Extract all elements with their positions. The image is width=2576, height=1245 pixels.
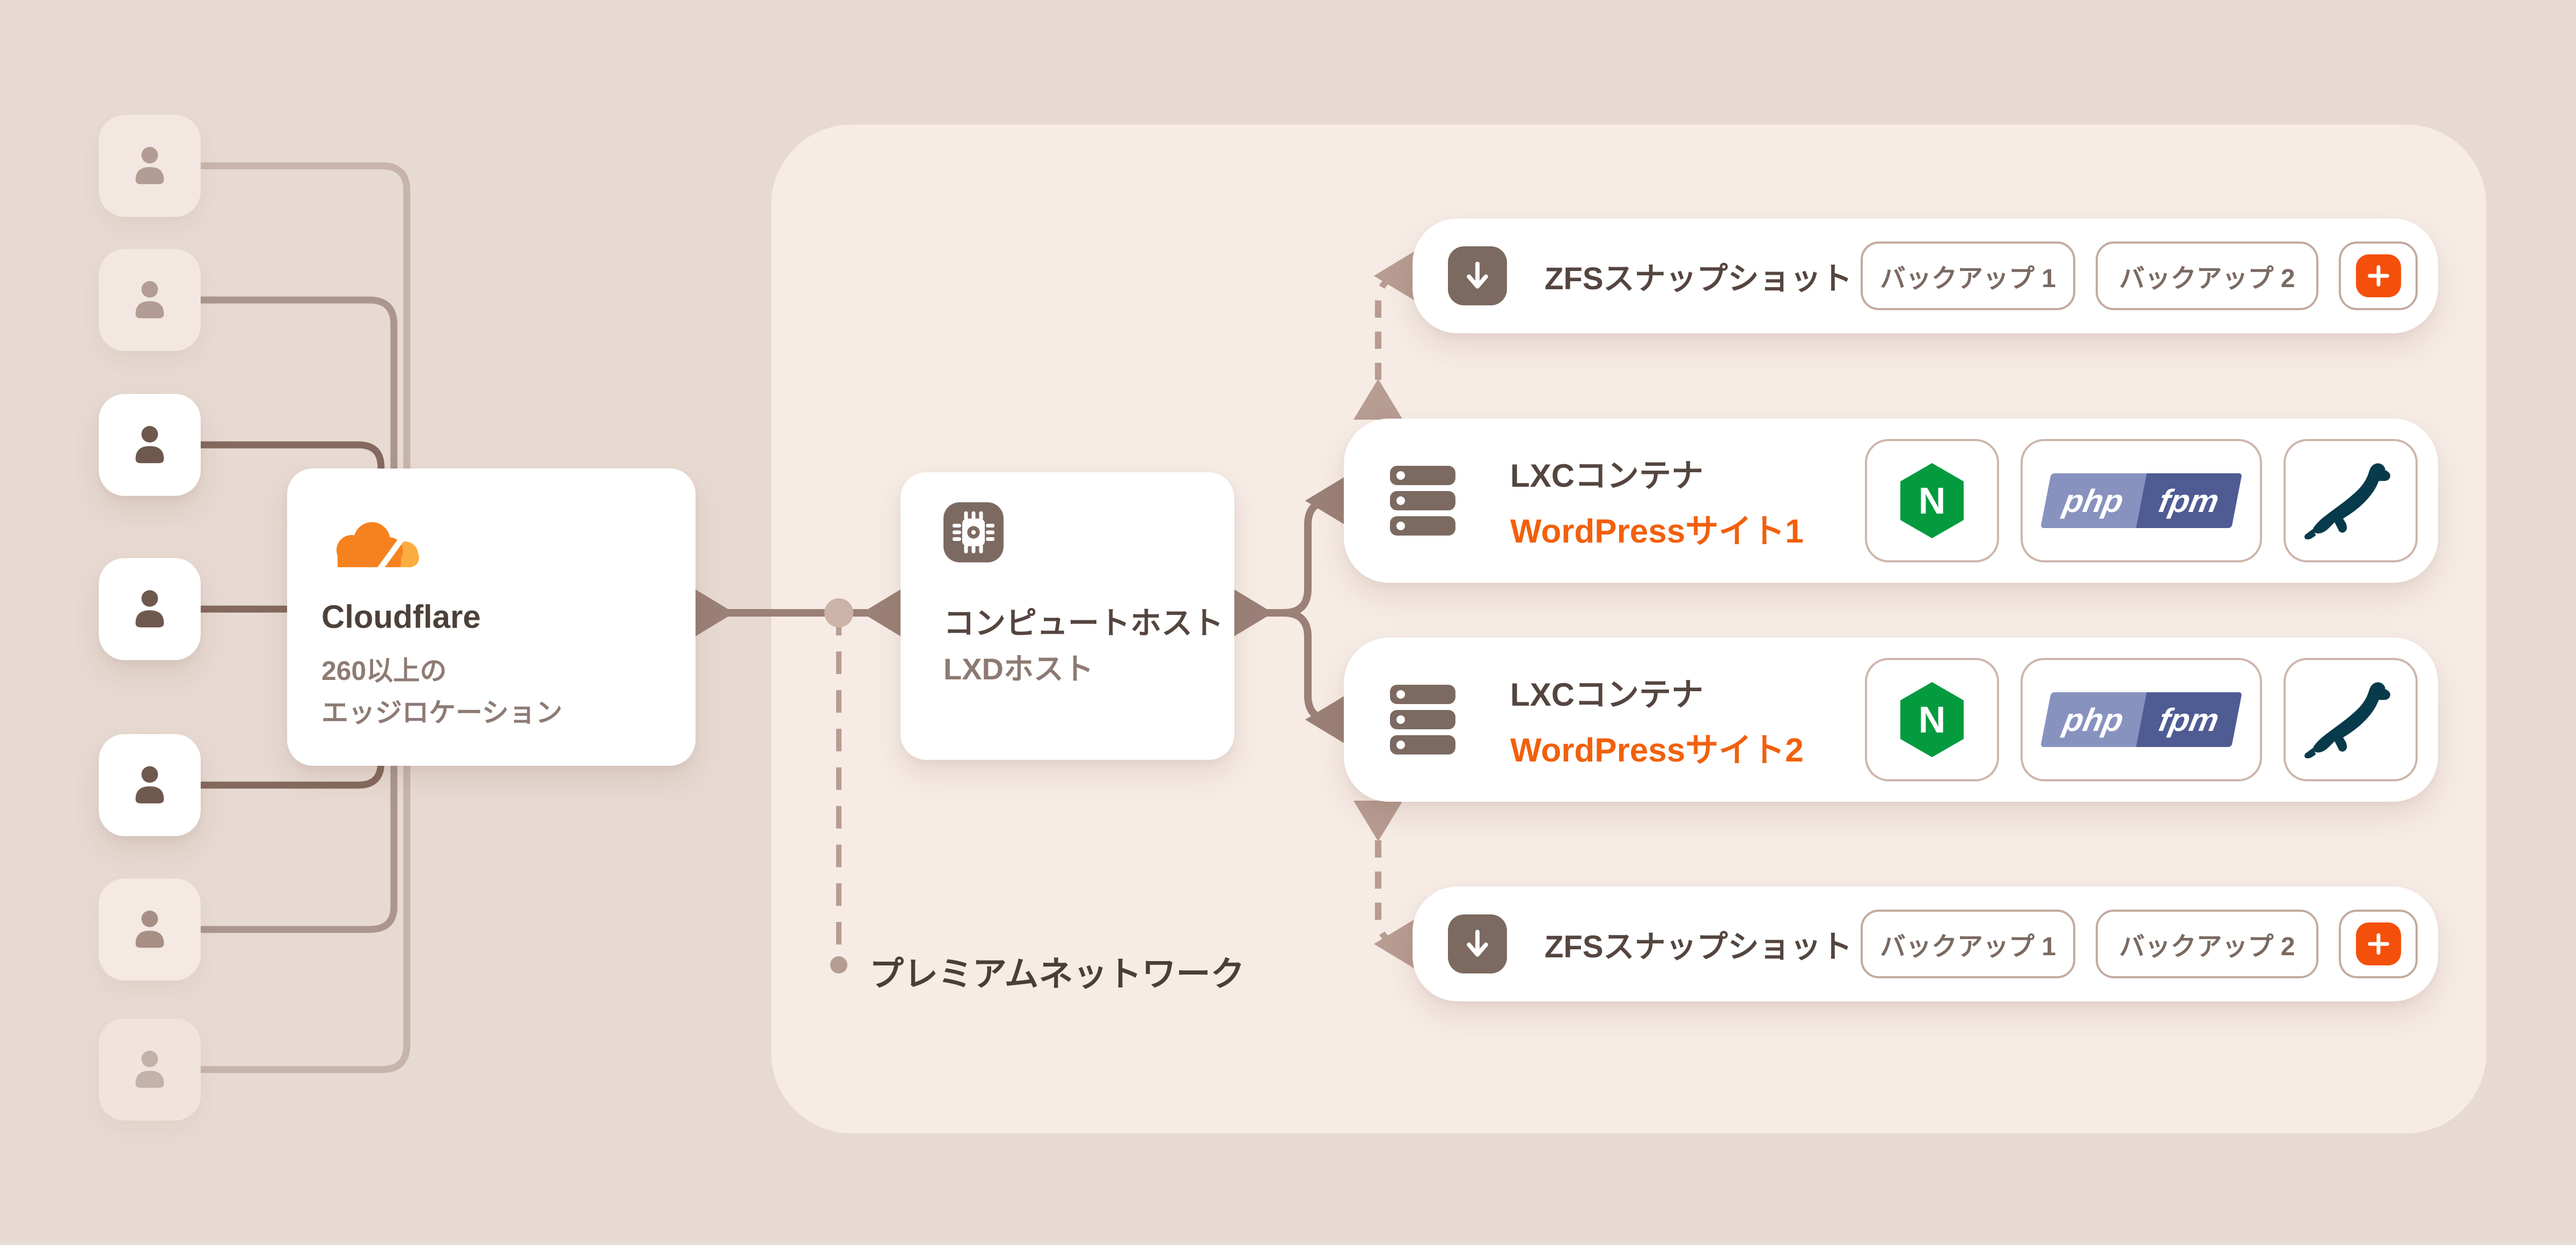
backup-2-button[interactable]: バックアップ 2 bbox=[2096, 910, 2318, 978]
flare-zfs2-end bbox=[1374, 919, 1415, 969]
user-line-7 bbox=[201, 746, 411, 1073]
flare-zfs1-end bbox=[1374, 251, 1415, 301]
backup-1-button[interactable]: バックアップ 1 bbox=[1861, 241, 2075, 310]
mariadb-seal-icon bbox=[2304, 682, 2390, 759]
user-node-2 bbox=[99, 249, 201, 351]
backup-1-button[interactable]: バックアップ 1 bbox=[1861, 910, 2075, 978]
backup-buttons: バックアップ 1 バックアップ 2 bbox=[1861, 241, 2418, 310]
premium-end-dot bbox=[830, 956, 847, 973]
download-icon bbox=[1448, 914, 1507, 973]
flare-zfs2-start bbox=[1353, 801, 1403, 841]
user-node-4 bbox=[99, 558, 201, 660]
nginx-icon: N bbox=[1900, 682, 1964, 757]
nginx-chip: N bbox=[1865, 439, 1999, 562]
flare-lxc2-left bbox=[1305, 695, 1346, 744]
flare-compute-left bbox=[862, 588, 903, 638]
zfs1-dashed bbox=[1375, 273, 1407, 380]
compute-host-node: コンピュートホスト LXDホスト bbox=[901, 472, 1234, 760]
zfs-label: ZFSスナップショット bbox=[1545, 929, 1853, 964]
backup-2-button[interactable]: バックアップ 2 bbox=[2096, 241, 2318, 310]
wordpress-site-label: WordPressサイト2 bbox=[1510, 731, 1804, 769]
server-stack-icon bbox=[1390, 466, 1455, 536]
user-node-5 bbox=[99, 734, 201, 836]
mariadb-chip bbox=[2284, 439, 2418, 562]
lxc-container-row-1: LXCコンテナ WordPressサイト1 N php fpm bbox=[1344, 419, 2438, 583]
lxc-title: LXCコンテナ bbox=[1510, 457, 1703, 494]
zfs-label: ZFSスナップショット bbox=[1545, 261, 1853, 296]
user-icon bbox=[135, 147, 164, 185]
user-node-3 bbox=[99, 394, 201, 496]
service-cells: N php fpm bbox=[1865, 439, 2418, 562]
php-fpm-chip: php fpm bbox=[2021, 658, 2262, 781]
user-node-7 bbox=[99, 1019, 201, 1120]
mariadb-chip bbox=[2284, 658, 2418, 781]
wordpress-site-label: WordPressサイト1 bbox=[1510, 512, 1804, 550]
mariadb-seal-icon bbox=[2304, 463, 2390, 540]
nginx-chip: N bbox=[1865, 658, 1999, 781]
flare-zfs1-start bbox=[1353, 379, 1403, 420]
server-stack-icon bbox=[1390, 685, 1455, 755]
premium-network-label: プレミアムネットワーク bbox=[869, 955, 1245, 993]
user-line-3 bbox=[201, 441, 385, 483]
flare-lxc1-left bbox=[1305, 476, 1346, 525]
cloudflare-subtitle-line2: エッジロケーション bbox=[321, 698, 562, 728]
cloudflare-logo bbox=[336, 522, 419, 575]
user-icon bbox=[135, 766, 164, 804]
service-cells: N php fpm bbox=[1865, 658, 2418, 781]
cloudflare-node: Cloudflare 260以上の エッジロケーション bbox=[287, 468, 696, 766]
php-fpm-icon: php fpm bbox=[2040, 473, 2242, 528]
cloudflare-title: Cloudflare bbox=[321, 599, 481, 635]
lxc-title: LXCコンテナ bbox=[1510, 676, 1703, 713]
flare-compute-right bbox=[1232, 588, 1273, 638]
zfs-snapshot-row-1: ZFSスナップショット バックアップ 1 バックアップ 2 bbox=[1413, 218, 2438, 333]
compute-title: コンピュートホスト bbox=[943, 606, 1224, 641]
add-icon bbox=[2355, 254, 2401, 297]
php-fpm-chip: php fpm bbox=[2021, 439, 2262, 562]
add-icon bbox=[2355, 922, 2401, 965]
user-node-1 bbox=[99, 115, 201, 217]
user-icon bbox=[135, 590, 164, 628]
user-node-6 bbox=[99, 878, 201, 980]
cloudflare-subtitle: 260以上の エッジロケーション bbox=[321, 650, 562, 734]
download-icon bbox=[1448, 246, 1507, 305]
add-backup-button[interactable] bbox=[2339, 241, 2418, 310]
user-icon bbox=[135, 426, 164, 464]
user-line-1 bbox=[201, 162, 411, 483]
cpu-icon bbox=[943, 502, 1004, 562]
premium-junction-dot bbox=[824, 598, 853, 627]
user-line-6 bbox=[201, 746, 398, 933]
cloudflare-subtitle-line1: 260以上の bbox=[321, 656, 447, 686]
user-icon bbox=[135, 910, 164, 948]
user-icon bbox=[135, 1050, 164, 1088]
flare-cf-right bbox=[693, 588, 734, 638]
user-line-2 bbox=[201, 296, 398, 483]
php-fpm-icon: php fpm bbox=[2040, 692, 2242, 747]
lxc-container-row-2: LXCコンテナ WordPressサイト2 N php fpm bbox=[1344, 638, 2438, 802]
user-icon bbox=[135, 281, 164, 319]
backup-buttons: バックアップ 1 バックアップ 2 bbox=[1861, 910, 2418, 978]
compute-subtitle: LXDホスト bbox=[943, 652, 1094, 686]
add-backup-button[interactable] bbox=[2339, 910, 2418, 978]
zfs-snapshot-row-2: ZFSスナップショット バックアップ 1 バックアップ 2 bbox=[1413, 887, 2438, 1001]
zfs2-dashed bbox=[1375, 840, 1407, 947]
nginx-icon: N bbox=[1900, 463, 1964, 538]
